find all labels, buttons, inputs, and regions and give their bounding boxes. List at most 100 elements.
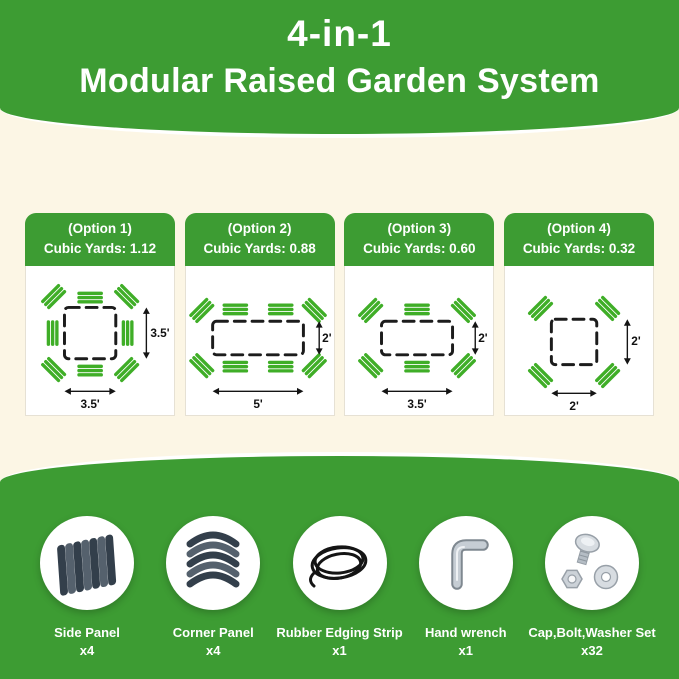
options-section: (Option 1) Cubic Yards: 1.12 <box>25 213 654 416</box>
option-card-2-header: (Option 2) Cubic Yards: 0.88 <box>184 213 335 266</box>
width-dimension-arrow <box>64 387 116 395</box>
corner-panel-graphic <box>300 296 328 324</box>
part-circle <box>166 516 261 610</box>
part-rubber-edging-strip: Rubber Edging Strip x1 <box>276 516 403 679</box>
part-name: Cap,Bolt,Washer Set <box>528 625 656 640</box>
option-card-1-body: 3.5' 3.5' <box>25 265 175 416</box>
corner-panel-graphic <box>357 296 385 324</box>
option-3-diagram: 3.5' 2' <box>357 296 489 411</box>
bed-outline <box>549 317 599 366</box>
side-panel-graphic <box>267 302 294 315</box>
option-card-4-header: (Option 4) Cubic Yards: 0.32 <box>503 213 654 266</box>
corner-panel-graphic <box>450 296 477 324</box>
part-name: Hand wrench <box>424 625 507 640</box>
part-name: Rubber Edging Strip <box>276 625 403 640</box>
height-dimension-label: 2' <box>322 330 332 344</box>
option-1-diagram: 3.5' 3.5' <box>40 282 170 411</box>
height-dimension-label: 3.5' <box>150 326 169 340</box>
part-name: Corner Panel <box>172 625 254 640</box>
header-banner: 4-in-1 Modular Raised Garden System <box>0 0 679 138</box>
option-title: (Option 4) <box>547 221 611 236</box>
part-name: Side Panel <box>54 625 120 640</box>
option-card-1-header: (Option 1) Cubic Yards: 1.12 <box>25 213 175 266</box>
side-panel-graphic <box>404 360 431 373</box>
option-card-2-body: 5' 2' <box>184 265 335 416</box>
option-2-diagram: 5' 2' <box>188 296 332 411</box>
corner-panel-graphic <box>188 296 215 324</box>
corner-panel-graphic <box>594 361 621 389</box>
side-panel-graphic <box>121 319 134 346</box>
cap-bolt-washer-icon <box>561 533 619 590</box>
option-card-3-header: (Option 3) Cubic Yards: 0.60 <box>344 213 495 266</box>
option-title: (Option 3) <box>387 221 452 236</box>
part-circle <box>40 516 134 610</box>
height-dimension-arrow <box>623 318 631 365</box>
height-dimension-arrow <box>315 320 323 355</box>
side-panel-graphic <box>77 291 103 303</box>
side-panel-graphic <box>46 319 59 346</box>
option-card-2: (Option 2) Cubic Yards: 0.88 <box>184 213 335 416</box>
width-dimension-arrow <box>381 387 453 395</box>
option-card-4: (Option 4) Cubic Yards: 0.32 <box>503 213 654 416</box>
option-card-4-body: 2' 2' <box>503 265 654 416</box>
part-qty: x32 <box>581 643 603 658</box>
height-dimension-label: 2' <box>479 330 489 344</box>
option-card-3: (Option 3) Cubic Yards: 0.60 <box>344 213 495 416</box>
part-hand-wrench: Hand wrench x1 <box>405 516 527 679</box>
bed-outline <box>210 319 305 356</box>
bed-outline <box>380 319 455 356</box>
side-panel-graphic <box>77 364 103 377</box>
width-dimension-label: 3.5' <box>81 397 100 411</box>
part-corner-panel: Corner Panel x4 <box>152 516 274 679</box>
side-panel-graphic <box>222 360 248 373</box>
bed-outline <box>63 305 118 360</box>
corner-panel-graphic <box>188 351 215 379</box>
side-panel-icon <box>57 534 117 596</box>
option-cubic-yards: Cubic Yards: 0.60 <box>363 241 476 257</box>
corner-panel-icon <box>186 531 240 588</box>
corner-panel-graphic <box>527 294 554 322</box>
part-qty: x4 <box>79 643 95 658</box>
part-qty: x4 <box>206 643 221 658</box>
parts-section: Side Panel x4 Corner Panel x4 <box>0 452 679 679</box>
corner-panel-graphic <box>450 351 477 379</box>
corner-panel-graphic <box>527 361 554 389</box>
side-panel-graphic <box>222 302 248 315</box>
option-cubic-yards: Cubic Yards: 1.12 <box>43 241 157 257</box>
side-panel-graphic <box>404 302 431 315</box>
option-card-1: (Option 1) Cubic Yards: 1.12 <box>25 213 175 416</box>
part-cap-bolt-washer-set: Cap,Bolt,Washer Set x32 <box>528 516 656 679</box>
width-dimension-label: 5' <box>253 397 263 411</box>
corner-panel-graphic <box>113 282 140 310</box>
corner-panel-graphic <box>594 294 621 322</box>
corner-panel-graphic <box>113 355 140 383</box>
corner-panel-graphic <box>40 355 67 383</box>
part-circle <box>545 516 639 610</box>
option-4-diagram: 2' 2' <box>527 294 641 413</box>
part-qty: x1 <box>458 643 473 658</box>
part-qty: x1 <box>332 643 347 658</box>
height-dimension-arrow <box>142 306 150 359</box>
corner-panel-graphic <box>300 351 328 379</box>
part-circle <box>418 516 513 610</box>
part-side-panel: Side Panel x4 <box>26 516 148 679</box>
side-panel-graphic <box>267 360 294 373</box>
option-title: (Option 2) <box>227 221 292 236</box>
height-dimension-label: 2' <box>631 333 641 347</box>
width-dimension-arrow <box>551 389 597 397</box>
height-dimension-arrow <box>472 320 480 355</box>
title-line-2: Modular Raised Garden System <box>79 62 600 100</box>
option-cubic-yards: Cubic Yards: 0.88 <box>203 241 316 257</box>
corner-panel-graphic <box>40 282 67 310</box>
option-title: (Option 1) <box>68 221 132 236</box>
rubber-edging-strip-icon <box>308 545 367 588</box>
option-card-3-body: 3.5' 2' <box>344 265 495 416</box>
width-dimension-arrow <box>212 387 304 395</box>
option-cubic-yards: Cubic Yards: 0.32 <box>522 241 636 257</box>
part-circle <box>292 516 387 610</box>
width-dimension-label: 3.5' <box>408 397 427 411</box>
width-dimension-label: 2' <box>569 399 579 413</box>
hand-wrench-icon <box>451 539 489 590</box>
title-line-1: 4-in-1 <box>287 13 392 54</box>
corner-panel-graphic <box>357 351 385 379</box>
